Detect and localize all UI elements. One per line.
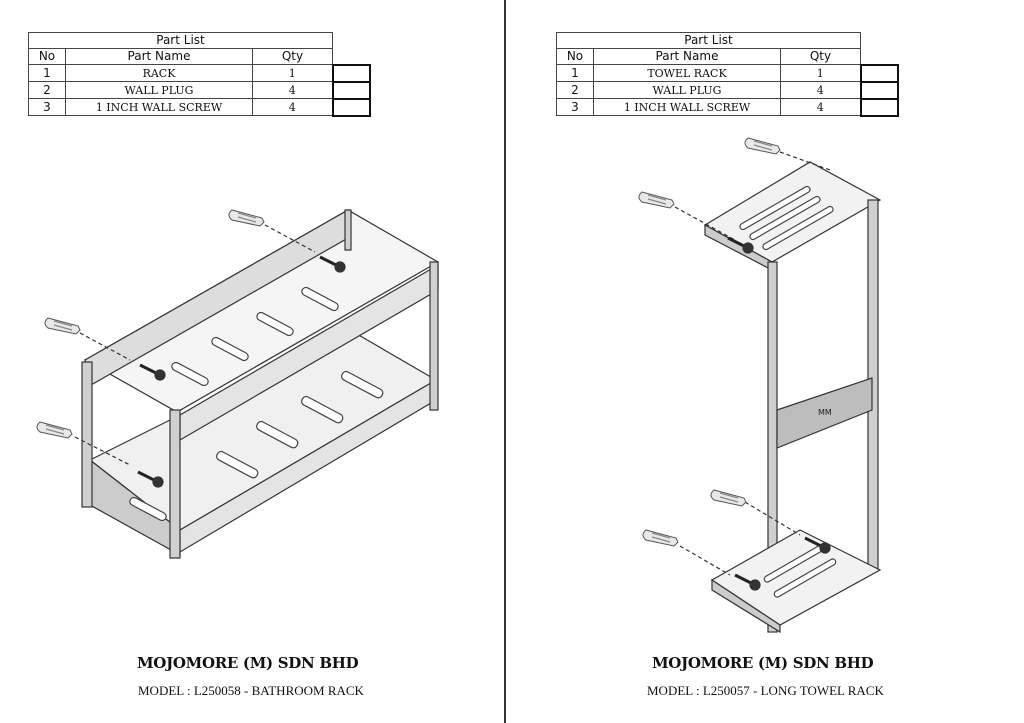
company-name-left: MOJOMORE (M) SDN BHD bbox=[137, 654, 359, 672]
check-box[interactable] bbox=[331, 97, 371, 117]
table-row: 3 1 INCH WALL SCREW 4 bbox=[28, 97, 371, 117]
row-qty: 4 bbox=[780, 98, 861, 116]
header-qty: Qty bbox=[252, 48, 333, 65]
check-box[interactable] bbox=[331, 63, 371, 83]
table-row: 2 WALL PLUG 4 bbox=[28, 80, 371, 100]
header-no: No bbox=[556, 48, 594, 65]
bathroom-rack-drawing bbox=[36, 208, 440, 559]
model-label-left: MODEL : L250058 - BATHROOM RACK bbox=[138, 683, 364, 698]
part-list-table-right: Part List No Part Name Qty 1 TOWEL RACK … bbox=[556, 32, 899, 117]
part-list-table-left: Part List No Part Name Qty 1 RACK 1 2 WA… bbox=[28, 32, 371, 117]
company-name-right: MOJOMORE (M) SDN BHD bbox=[652, 654, 874, 672]
towel-rack-drawing: MM bbox=[638, 137, 882, 634]
check-box[interactable] bbox=[859, 80, 899, 100]
header-part-name: Part Name bbox=[65, 48, 253, 65]
check-box[interactable] bbox=[331, 80, 371, 100]
logo-mark: MM bbox=[818, 408, 832, 417]
row-name: 1 INCH WALL SCREW bbox=[65, 98, 253, 116]
table-row: 3 1 INCH WALL SCREW 4 bbox=[556, 97, 899, 117]
table-row: 1 TOWEL RACK 1 bbox=[556, 63, 899, 83]
row-name: 1 INCH WALL SCREW bbox=[593, 98, 781, 116]
check-box[interactable] bbox=[859, 63, 899, 83]
model-label-right: MODEL : L250057 - LONG TOWEL RACK bbox=[647, 683, 884, 698]
row-name: WALL PLUG bbox=[65, 81, 253, 99]
table-row: 1 RACK 1 bbox=[28, 63, 371, 83]
table-row: 2 WALL PLUG 4 bbox=[556, 80, 899, 100]
row-no: 3 bbox=[556, 98, 594, 116]
check-box[interactable] bbox=[859, 97, 899, 117]
page-divider bbox=[504, 0, 506, 723]
